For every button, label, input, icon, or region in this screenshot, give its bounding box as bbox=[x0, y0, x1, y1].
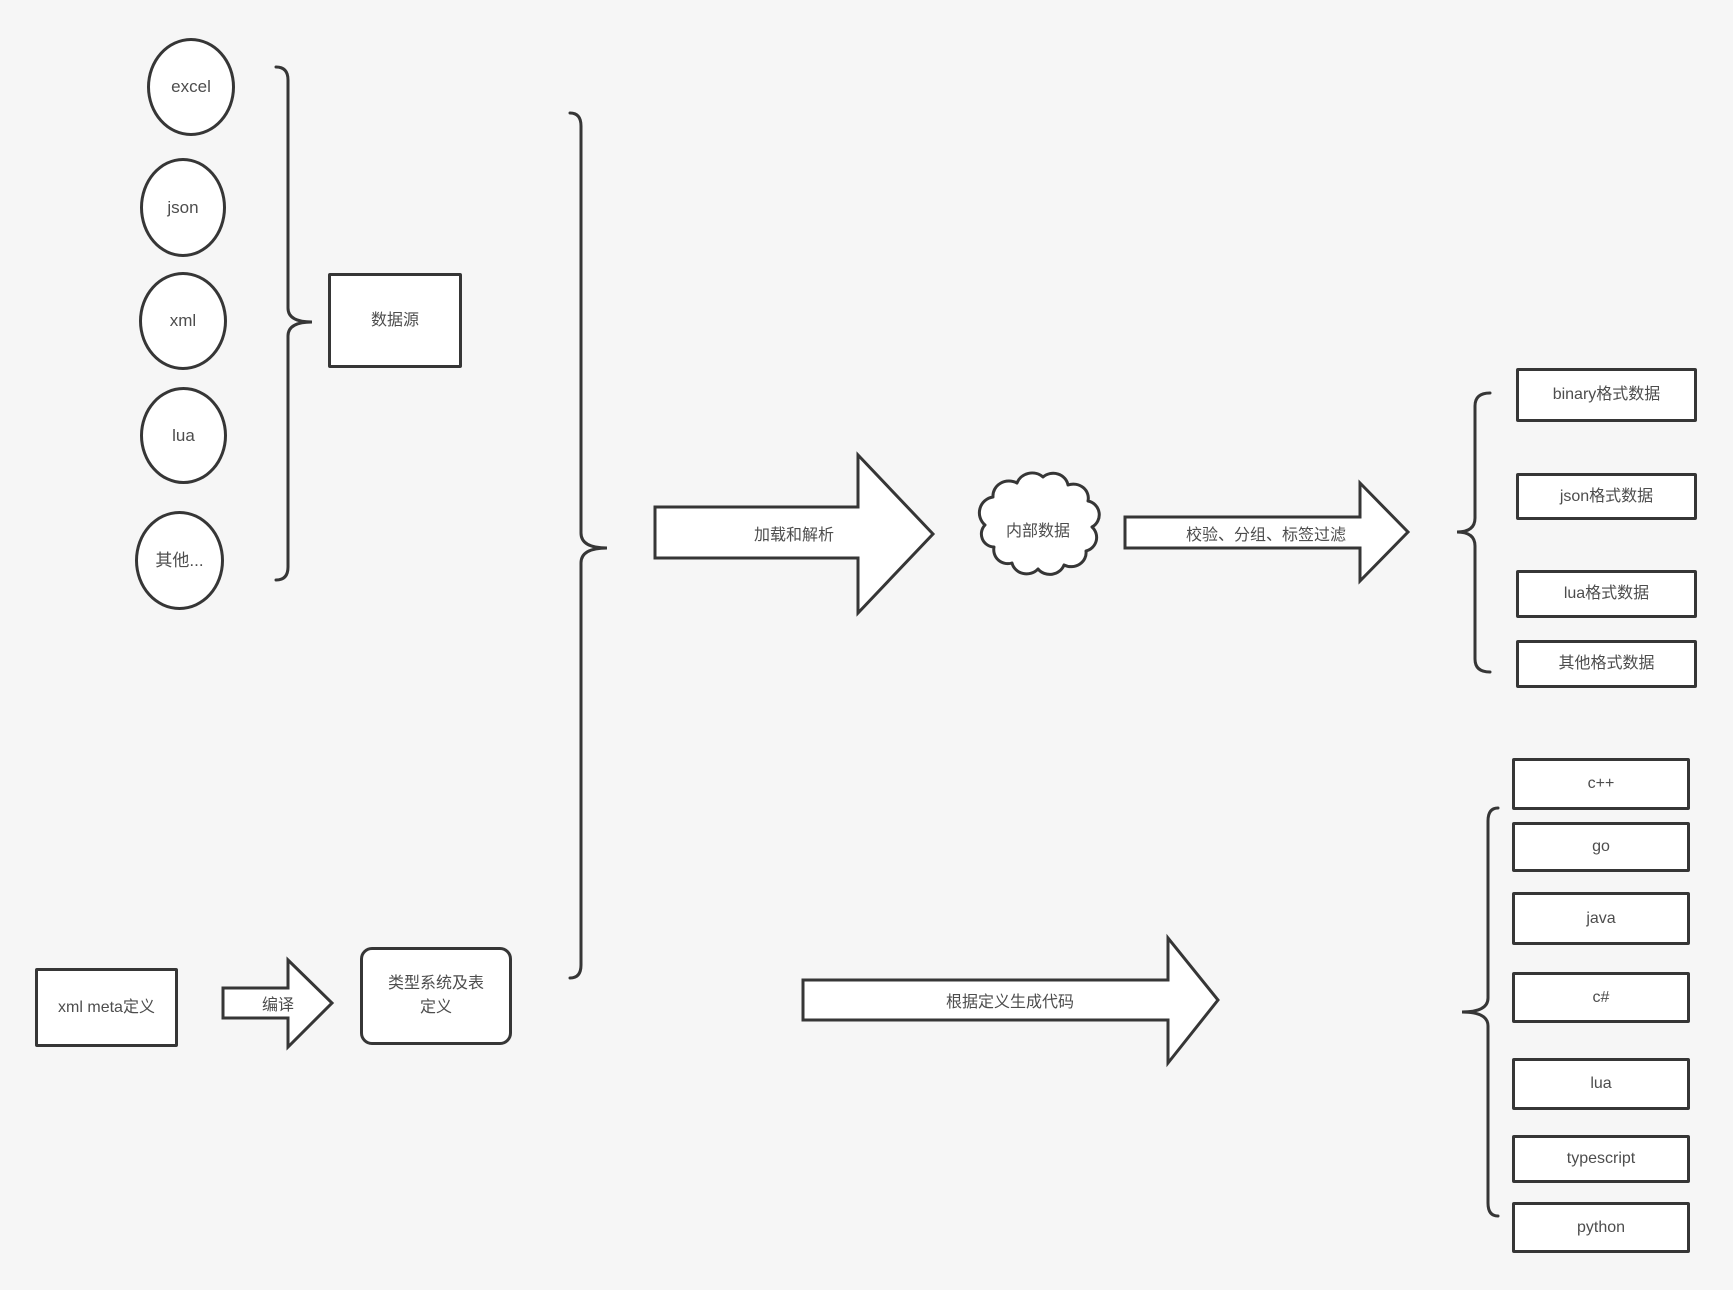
meta-definition-box: xml meta定义 bbox=[35, 968, 178, 1047]
format-box-lua: lua格式数据 bbox=[1516, 570, 1697, 618]
source-node-others: 其他... bbox=[135, 511, 224, 610]
type-system-box: 类型系统及表定义 bbox=[360, 947, 512, 1045]
language-label: python bbox=[1576, 1218, 1626, 1236]
language-box-cpp: c++ bbox=[1512, 758, 1690, 810]
format-label: json格式数据 bbox=[1559, 487, 1654, 505]
source-node-lua: lua bbox=[140, 387, 227, 484]
filter-arrow-label: 校验、分组、标签过滤 bbox=[1185, 527, 1347, 544]
internal-data-label: 内部数据 bbox=[1005, 523, 1071, 540]
language-label: c++ bbox=[1587, 775, 1615, 792]
compile-arrow bbox=[221, 956, 335, 1051]
source-label: excel bbox=[171, 77, 211, 97]
meta-definition-label: xml meta定义 bbox=[58, 998, 155, 1016]
language-box-lua: lua bbox=[1512, 1058, 1690, 1110]
data-source-label: 数据源 bbox=[370, 311, 419, 329]
language-box-java: java bbox=[1512, 892, 1690, 945]
data-source-box: 数据源 bbox=[328, 273, 462, 368]
compile-arrow-label: 编译 bbox=[261, 997, 295, 1014]
source-node-xml: xml bbox=[139, 272, 227, 370]
format-box-binary: binary格式数据 bbox=[1516, 368, 1697, 422]
source-label: lua bbox=[172, 425, 195, 445]
format-label: binary格式数据 bbox=[1552, 386, 1661, 403]
language-box-go: go bbox=[1512, 822, 1690, 872]
source-label: 其他... bbox=[155, 550, 204, 570]
source-node-excel: excel bbox=[147, 38, 235, 136]
languages-brace bbox=[1461, 806, 1500, 1218]
internal-data-cloud bbox=[977, 471, 1101, 576]
codegen-arrow bbox=[801, 933, 1220, 1068]
format-label: 其他格式数据 bbox=[1558, 655, 1655, 672]
source-label: xml bbox=[169, 311, 197, 331]
load-parse-arrow bbox=[653, 451, 936, 617]
language-label: java bbox=[1586, 909, 1616, 927]
type-system-label: 类型系统及表定义 bbox=[387, 975, 484, 1016]
load-parse-arrow-label: 加载和解析 bbox=[753, 527, 835, 544]
filter-arrow bbox=[1123, 479, 1411, 585]
formats-brace bbox=[1456, 391, 1492, 674]
definition-group-brace bbox=[568, 111, 608, 980]
format-box-others: 其他格式数据 bbox=[1516, 640, 1697, 688]
language-box-python: python bbox=[1512, 1202, 1690, 1253]
sources-brace bbox=[274, 65, 313, 582]
language-label: typescript bbox=[1566, 1150, 1636, 1167]
codegen-arrow-label: 根据定义生成代码 bbox=[945, 994, 1075, 1011]
language-label: c# bbox=[1592, 988, 1610, 1006]
language-box-typescript: typescript bbox=[1512, 1135, 1690, 1183]
format-box-json: json格式数据 bbox=[1516, 473, 1697, 520]
language-label: go bbox=[1592, 838, 1610, 855]
source-node-json: json bbox=[140, 158, 226, 257]
language-box-csharp: c# bbox=[1512, 972, 1690, 1023]
source-label: json bbox=[167, 197, 199, 217]
format-label: lua格式数据 bbox=[1563, 585, 1650, 602]
language-label: lua bbox=[1590, 1075, 1612, 1092]
